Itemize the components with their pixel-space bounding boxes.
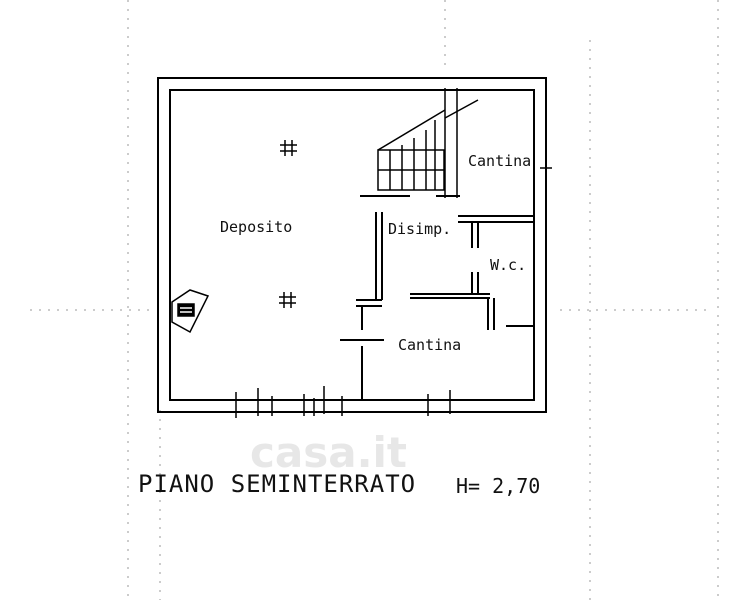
floor-title: PIANO SEMINTERRATO — [138, 470, 417, 498]
interior-walls — [340, 212, 534, 400]
staircase — [360, 88, 479, 198]
room-label-wc: W.c. — [490, 256, 527, 274]
watermark-logo: casa.it — [250, 428, 408, 477]
wall-tick-marks — [235, 167, 552, 418]
column-marker — [280, 140, 297, 156]
ceiling-height-note: H= 2,70 — [456, 474, 541, 498]
scan-artifact-lines — [30, 0, 719, 600]
room-label-cantina-lower: Cantina — [398, 336, 462, 354]
outer-walls — [157, 77, 547, 413]
room-label-disimpegno: Disimp. — [388, 220, 452, 238]
boiler-icon — [171, 289, 210, 334]
room-label-cantina-upper: Cantina — [468, 152, 532, 170]
room-label-deposito: Deposito — [220, 218, 293, 236]
column-marker — [279, 292, 296, 308]
